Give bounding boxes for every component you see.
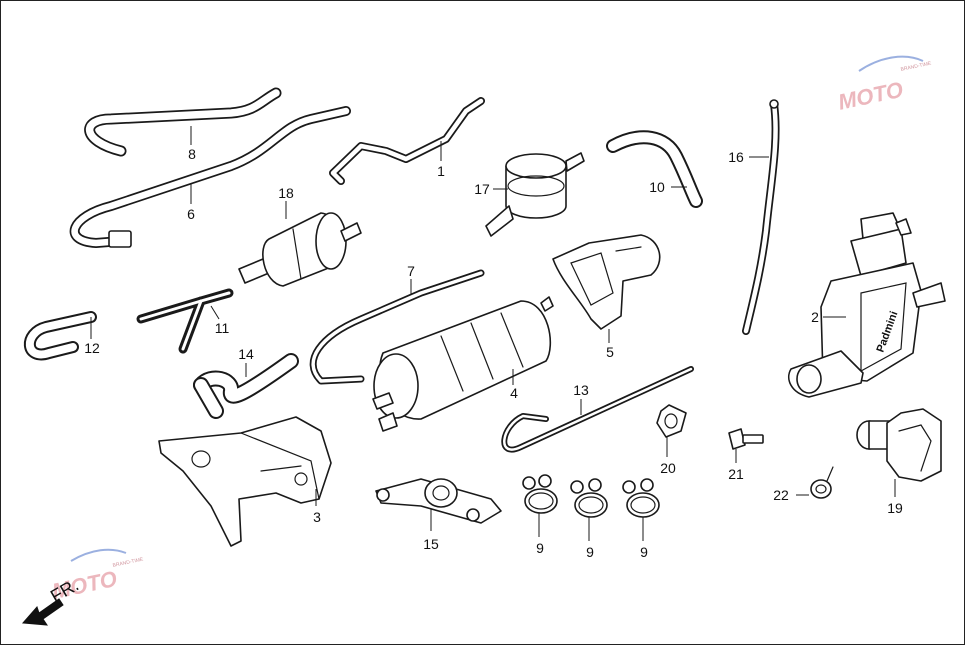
callout-7: 7 xyxy=(407,263,415,279)
watermark-top-right-sub: BRAND-TIME xyxy=(900,60,932,72)
callout-19: 19 xyxy=(887,500,903,516)
part-5-cover xyxy=(552,234,661,343)
callout-21: 21 xyxy=(728,466,744,482)
part-19-cap xyxy=(856,408,942,497)
part-16-pipe xyxy=(742,99,780,335)
callout-11: 11 xyxy=(215,320,230,336)
part-7-pipe xyxy=(309,269,485,385)
part-14-hose xyxy=(193,353,299,419)
part-10-hose xyxy=(606,130,703,208)
part-9-clamp-b xyxy=(570,478,608,541)
part-11-y-joint xyxy=(136,288,234,354)
part-22-clip xyxy=(796,466,834,499)
callout-1: 1 xyxy=(437,163,445,179)
callout-3: 3 xyxy=(313,509,321,525)
part-6-hose xyxy=(69,106,351,248)
part-18-fuel-filter xyxy=(238,201,362,287)
callout-15: 15 xyxy=(423,536,439,552)
callout-2: 2 xyxy=(811,309,819,325)
part-3-bracket xyxy=(158,416,332,547)
callout-8: 8 xyxy=(188,146,196,162)
callout-18: 18 xyxy=(278,185,294,201)
watermark-bottom-left-sub: BRAND-TIME xyxy=(112,556,144,568)
part-9-clamp-a xyxy=(522,474,558,537)
watermark-top-right: MOTO BRAND-TIME xyxy=(836,55,932,115)
callout-9b: 9 xyxy=(586,544,594,560)
callout-22: 22 xyxy=(773,487,789,503)
part-15-clamp xyxy=(375,478,502,531)
callout-12: 12 xyxy=(84,340,100,356)
callout-20: 20 xyxy=(660,460,676,476)
part-9-clamp-c xyxy=(622,478,660,541)
part-2-valve: Padmini xyxy=(787,212,946,398)
callout-17: 17 xyxy=(474,181,490,197)
part-4-canister xyxy=(372,296,554,432)
part-8-hose xyxy=(84,87,282,157)
callout-9a: 9 xyxy=(536,540,544,556)
part-20-grommet xyxy=(656,404,687,457)
callout-10: 10 xyxy=(649,179,665,195)
part-21-bolt xyxy=(728,428,764,463)
callout-16: 16 xyxy=(728,149,744,165)
callout-14: 14 xyxy=(238,346,254,362)
watermark-top-right-text: MOTO xyxy=(836,77,905,115)
part-1-pipe xyxy=(329,97,485,185)
callout-4: 4 xyxy=(510,385,518,401)
callout-6: 6 xyxy=(187,206,195,222)
callout-9c: 9 xyxy=(640,544,648,560)
callout-5: 5 xyxy=(606,344,614,360)
part-17-filter xyxy=(485,152,585,237)
part-12-u-hose xyxy=(23,311,97,361)
callout-13: 13 xyxy=(573,382,589,398)
front-arrow-icon xyxy=(21,598,64,626)
part-13-strap xyxy=(501,366,694,453)
